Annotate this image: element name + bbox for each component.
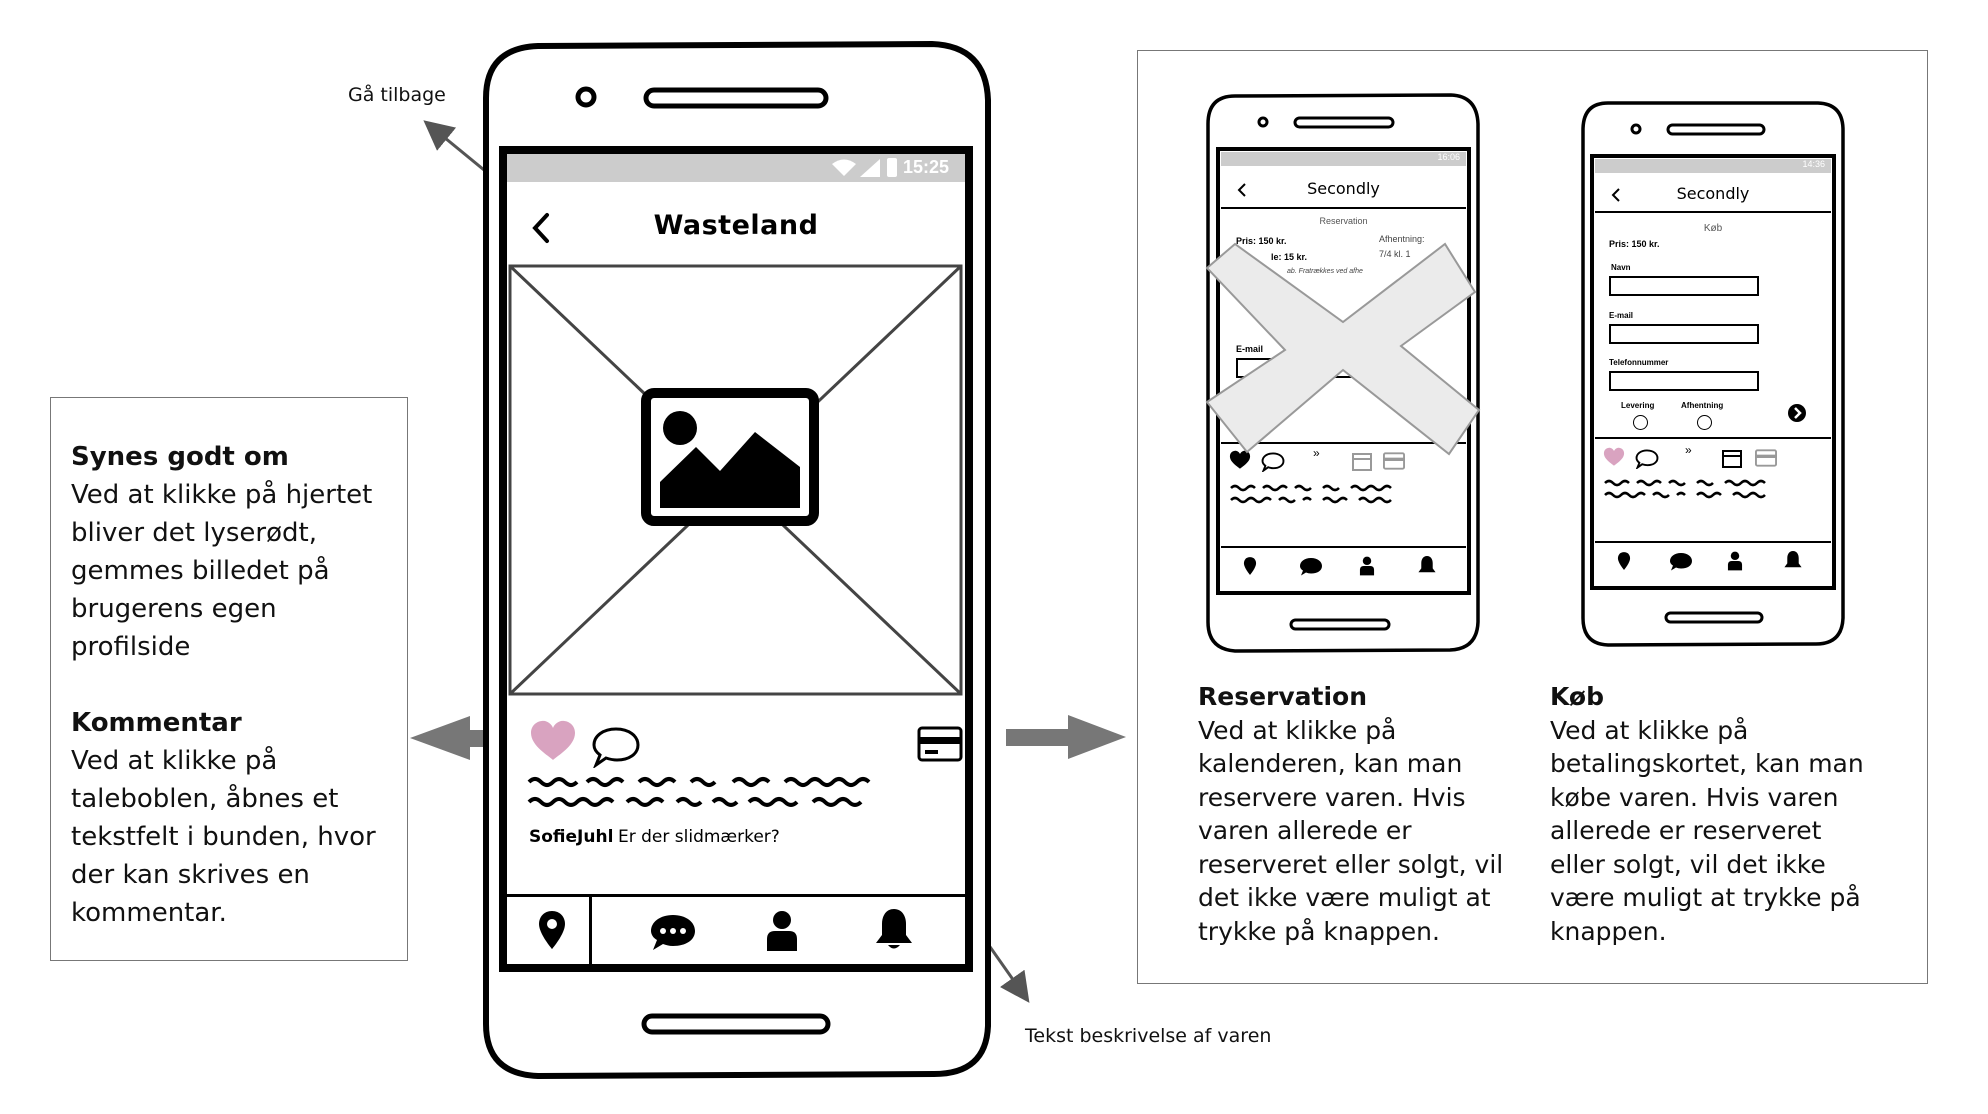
like-note-text: Ved at klikke på hjertet bliver det lyse… [71, 480, 373, 662]
comment-username: SofieJuhl [529, 827, 614, 847]
main-phone: 15:25 Wasteland [480, 40, 994, 1080]
reservation-nav-location-icon[interactable] [1243, 556, 1257, 576]
buy-price: Pris: 150 kr. [1609, 239, 1660, 249]
annotation-description: Tekst beskrivelse af varen [1025, 1025, 1272, 1047]
unavailable-cross-icon [1205, 242, 1481, 456]
buy-phone-frame [1581, 101, 1845, 647]
buy-phone: 14:36 Secondly Køb Pris: 150 kr. Navn E-… [1580, 100, 1846, 648]
page-title: Wasteland [653, 210, 819, 241]
product-image-placeholder [508, 264, 963, 696]
buy-pickup-radio[interactable] [1697, 415, 1712, 430]
signal-icon [860, 159, 880, 177]
buy-pickup-label: Afhentning [1681, 401, 1724, 410]
buy-delivery-radio[interactable] [1633, 415, 1648, 430]
buy-heart-icon[interactable] [1603, 447, 1625, 467]
reservation-status-bar: 16:06 [1221, 152, 1466, 166]
buy-nav-bell-icon[interactable] [1783, 549, 1803, 573]
reservation-expand-icon[interactable]: » [1313, 446, 1320, 460]
buy-nav-chat-icon[interactable] [1669, 552, 1693, 572]
reservation-description-scribble [1230, 484, 1392, 504]
buy-title: Secondly [1676, 184, 1750, 203]
image-placeholder-icon [641, 388, 819, 526]
left-note-box: Synes godt om Ved at klikke på hjertet b… [50, 397, 408, 961]
wifi-icon [832, 159, 856, 176]
comment-note-title: Kommentar [71, 708, 242, 738]
status-bar: 15:25 [507, 154, 965, 182]
buy-name-field[interactable] [1609, 276, 1759, 296]
reservation-card-icon[interactable] [1383, 452, 1405, 470]
reservation-nav-profile-icon[interactable] [1359, 555, 1375, 577]
like-note: Synes godt om Ved at klikke på hjertet b… [71, 438, 389, 666]
like-note-title: Synes godt om [71, 442, 289, 472]
buy-note: Køb Ved at klikke på betalingskortet, ka… [1550, 680, 1880, 948]
buy-email-field[interactable] [1609, 324, 1759, 344]
credit-card-icon[interactable] [917, 726, 963, 762]
buy-status-time: 14:36 [1802, 159, 1825, 169]
location-icon[interactable] [537, 909, 567, 951]
buy-phone-label: Telefonnummer [1609, 358, 1669, 367]
reservation-phone: 16:06 Secondly Reservation Pris: 150 kr.… [1205, 92, 1481, 654]
buy-nav-profile-icon[interactable] [1727, 550, 1743, 572]
back-icon[interactable] [531, 212, 551, 244]
reservation-status-time: 16:06 [1437, 152, 1460, 162]
buy-expand-icon[interactable]: » [1685, 443, 1692, 457]
status-time: 15:25 [903, 157, 950, 177]
reservation-section-label: Reservation [1319, 216, 1368, 226]
main-screen: 15:25 Wasteland [507, 154, 965, 967]
annotation-back: Gå tilbage [348, 84, 446, 106]
buy-description-scribble [1604, 479, 1766, 499]
reservation-calendar-icon[interactable] [1351, 450, 1373, 472]
chat-icon[interactable] [649, 913, 697, 953]
buy-phone-field[interactable] [1609, 371, 1759, 391]
reservation-nav-chat-icon[interactable] [1299, 557, 1323, 577]
home-button-icon [641, 1013, 831, 1035]
buy-note-text: Ved at klikke på betalingskortet, kan ma… [1550, 715, 1864, 946]
buy-delivery-label: Levering [1621, 401, 1655, 410]
profile-icon[interactable] [765, 909, 799, 953]
buy-card-icon[interactable] [1755, 449, 1777, 467]
reservation-screen: 16:06 Secondly Reservation Pris: 150 kr.… [1221, 152, 1466, 590]
heart-icon[interactable] [529, 720, 577, 762]
buy-nav-location-icon[interactable] [1617, 551, 1631, 571]
reservation-note: Reservation Ved at klikke på kalenderen,… [1198, 680, 1518, 948]
buy-section-label: Køb [1703, 223, 1723, 234]
battery-icon [887, 158, 897, 177]
speaker-icon [643, 87, 829, 109]
reservation-nav-bell-icon[interactable] [1417, 554, 1437, 578]
buy-name-label: Navn [1611, 263, 1631, 272]
comment-note-text: Ved at klikke på taleboblen, åbnes et te… [71, 746, 376, 928]
right-big-arrow [1006, 715, 1126, 759]
buy-email-label: E-mail [1609, 311, 1634, 320]
buy-screen: 14:36 Secondly Køb Pris: 150 kr. Navn E-… [1595, 159, 1831, 585]
reservation-comment-icon[interactable] [1261, 452, 1285, 472]
reservation-pickup-date: 7/4 kl. 1 [1379, 249, 1411, 259]
buy-status-bar: 14:36 [1595, 159, 1831, 173]
comment-icon[interactable] [591, 726, 641, 768]
buy-note-title: Køb [1550, 682, 1605, 711]
buy-back-icon[interactable] [1611, 187, 1621, 203]
nav-divider [589, 897, 592, 967]
reservation-fine-print: ab. Fratrækkes ved afhe [1287, 268, 1363, 275]
buy-next-icon[interactable] [1787, 403, 1807, 423]
buy-calendar-icon[interactable] [1721, 447, 1743, 469]
reservation-price: Pris: 150 kr. [1236, 236, 1287, 246]
reservation-title: Secondly [1307, 179, 1380, 198]
bottom-nav [507, 894, 965, 967]
reservation-back-icon[interactable] [1237, 182, 1247, 198]
reservation-note-text: Ved at klikke på kalenderen, kan man res… [1198, 715, 1504, 946]
reservation-note-title: Reservation [1198, 682, 1368, 711]
reservation-phone-frame [1206, 93, 1480, 653]
buy-comment-icon[interactable] [1635, 449, 1659, 469]
comment-note: Kommentar Ved at klikke på taleboblen, å… [71, 704, 389, 932]
reservation-heart-icon[interactable] [1229, 450, 1251, 470]
comment-text: Er der slidmærker? [618, 827, 780, 847]
reservation-pickup-label: Afhentning: [1379, 234, 1425, 244]
bell-icon[interactable] [873, 907, 915, 953]
camera-icon [575, 86, 597, 108]
reservation-email-label: E-mail [1236, 344, 1264, 354]
reservation-fee: le: 15 kr. [1271, 252, 1308, 262]
item-description-scribble [527, 777, 871, 807]
